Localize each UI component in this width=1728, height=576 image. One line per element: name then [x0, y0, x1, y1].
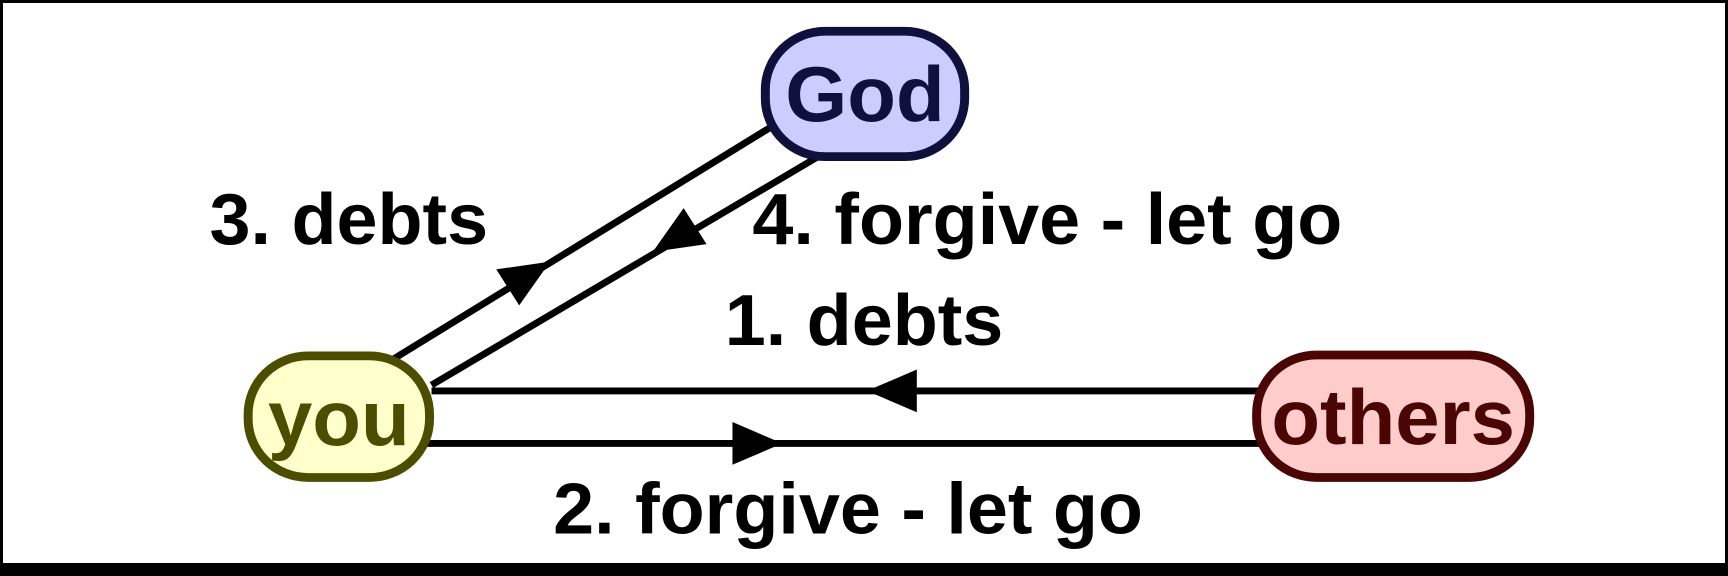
edge-you-to-god-line: [391, 124, 773, 362]
node-you-shape: [243, 351, 434, 482]
node-others-shape: [1252, 350, 1535, 482]
edge-label-3-debts: 3. debts: [209, 180, 488, 260]
arrowhead-to-god-icon: [496, 261, 551, 306]
arrowhead-to-others-icon: [732, 422, 783, 465]
node-god-label: God: [785, 51, 944, 138]
node-you-label: you: [268, 375, 410, 462]
node-others: others: [1252, 350, 1535, 482]
edge-god-to-you-line: [429, 153, 820, 388]
edge-label-4-forgive: 4. forgive - let go: [752, 180, 1342, 260]
node-god: God: [760, 26, 970, 161]
edge-label-2-forgive: 2. forgive - let go: [553, 470, 1143, 550]
forgiveness-diagram: 3. debts 4. forgive - let go 1. debts 2.…: [209, 26, 1535, 550]
arrowhead-to-you-horizontal-icon: [866, 369, 917, 413]
node-others-label: others: [1271, 374, 1515, 461]
arrowhead-to-you-diagonal-icon: [652, 208, 707, 252]
node-god-shape: [760, 26, 970, 161]
edge-label-1-debts: 1. debts: [725, 281, 1004, 361]
node-you: you: [243, 351, 434, 482]
